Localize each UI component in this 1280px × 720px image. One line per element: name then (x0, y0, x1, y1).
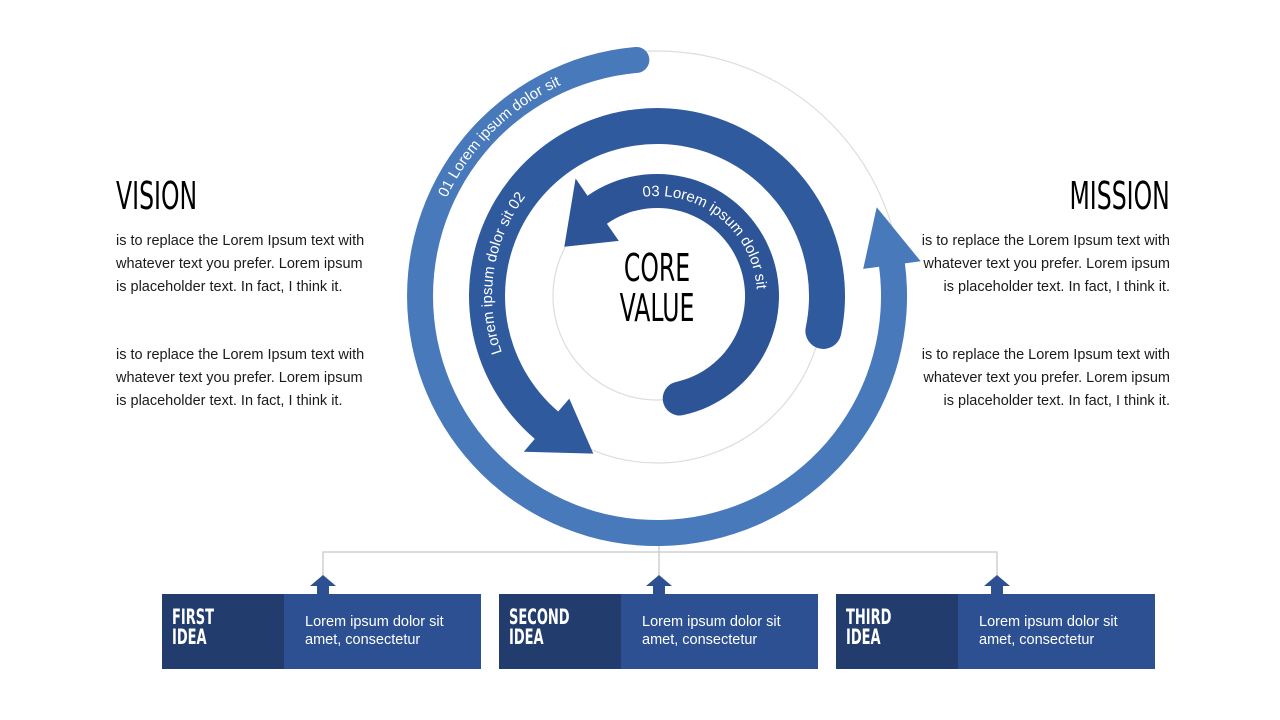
idea-description: Lorem ipsum dolor sit amet, consectetur (979, 614, 1118, 648)
core-value-line1: CORE (623, 246, 691, 290)
idea-tag: THIRD IDEA (836, 594, 958, 669)
mission-title: MISSION (1069, 174, 1170, 218)
idea-card-third: THIRD IDEA Lorem ipsum dolor sit amet, c… (836, 594, 1155, 669)
idea-card-first: FIRST IDEA Lorem ipsum dolor sit amet, c… (162, 594, 481, 669)
arrow-up-icon (984, 575, 1010, 595)
idea-description: Lorem ipsum dolor sit amet, consectetur (305, 614, 444, 648)
vision-title: VISION (116, 174, 198, 218)
core-value-line2: VALUE (619, 286, 695, 330)
mission-paragraph: is to replace the Lorem Ipsum text with … (921, 347, 1170, 409)
vision-paragraph: is to replace the Lorem Ipsum text with … (116, 347, 365, 409)
vision-paragraph: is to replace the Lorem Ipsum text with … (116, 233, 365, 295)
idea-tag-label: FIRST IDEA (172, 605, 215, 649)
idea-description: Lorem ipsum dolor sit amet, consectetur (642, 614, 781, 648)
core-value-label: CORE VALUE (607, 248, 706, 328)
idea-tag: SECOND IDEA (499, 594, 621, 669)
arrow-up-icon (646, 575, 672, 595)
idea-card-second: SECOND IDEA Lorem ipsum dolor sit amet, … (499, 594, 818, 669)
idea-tag: FIRST IDEA (162, 594, 284, 669)
arrow-up-icon (310, 575, 336, 595)
mission-paragraph: is to replace the Lorem Ipsum text with … (921, 233, 1170, 295)
idea-tag-label: THIRD IDEA (846, 605, 892, 649)
inner-cycle-arrow (564, 173, 779, 416)
idea-tag-label: SECOND IDEA (509, 605, 570, 649)
